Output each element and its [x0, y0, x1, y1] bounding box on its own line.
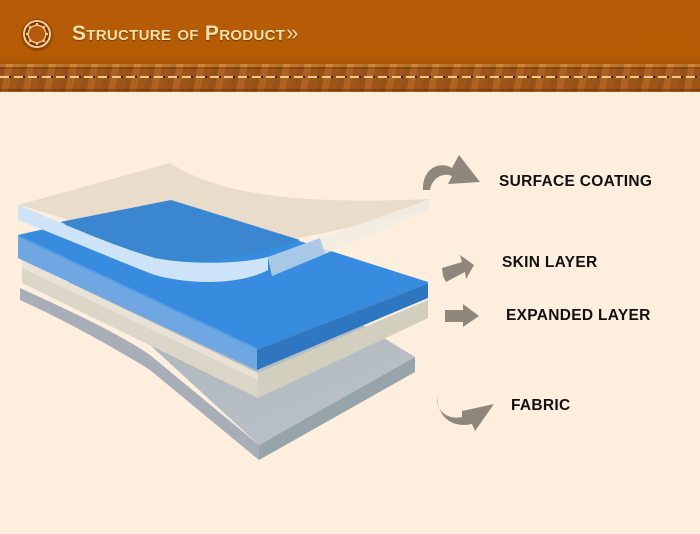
label-fabric: FABRIC: [511, 397, 571, 414]
diagonal-up-right-arrow-icon: [442, 255, 474, 282]
curved-up-right-arrow-icon: [422, 155, 480, 190]
page-title-text: Structure of Product: [72, 22, 286, 45]
surface-coating-layer: [18, 163, 430, 282]
leather-stitch-divider: [0, 64, 700, 92]
expanded-layer: [22, 260, 428, 398]
label-expanded-layer: EXPANDED LAYER: [506, 307, 651, 324]
label-surface-coating: SURFACE COATING: [499, 173, 653, 190]
header-banner: Structure of Product»: [0, 0, 700, 66]
gear-ring-icon: [22, 19, 52, 49]
curved-down-right-arrow-icon: [436, 396, 494, 431]
right-arrow-icon: [445, 304, 479, 327]
double-chevron-icon: »: [286, 20, 299, 45]
page-title: Structure of Product»: [72, 20, 299, 46]
label-skin-layer: SKIN LAYER: [502, 254, 598, 271]
